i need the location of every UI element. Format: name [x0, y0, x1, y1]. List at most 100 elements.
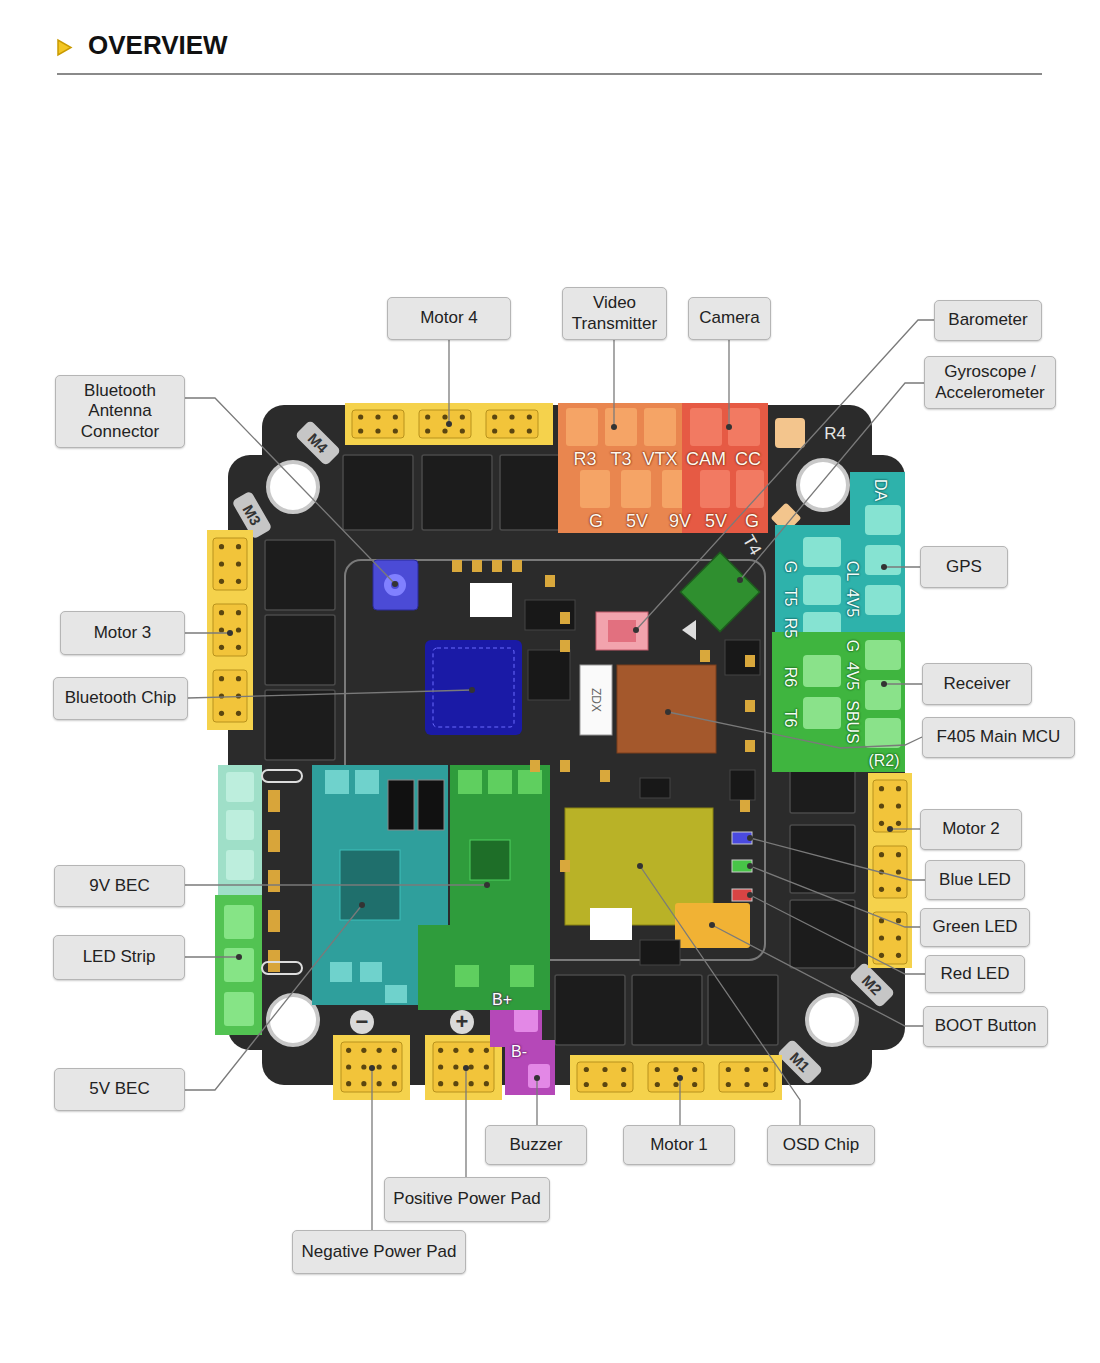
connector-pad	[803, 575, 841, 605]
connector-pad	[621, 470, 651, 508]
solder-pad	[352, 410, 404, 438]
leader-line	[448, 340, 449, 424]
leader-line	[728, 340, 729, 427]
leader-line	[185, 884, 487, 885]
silkscreen-label: R5	[782, 618, 798, 638]
callout-text: LED Strip	[83, 947, 156, 967]
callout-text: Camera	[699, 308, 759, 328]
smd-component	[725, 640, 760, 675]
bec-component	[470, 840, 510, 880]
callout-box: Bluetooth Chip	[53, 677, 188, 720]
callout-text: Red LED	[941, 964, 1010, 984]
barometer-chip	[608, 620, 636, 642]
pad-hole	[219, 544, 224, 549]
mounting-hole	[807, 995, 857, 1045]
connector-pad	[226, 772, 254, 802]
smd-pad	[268, 870, 280, 892]
pad-hole	[484, 1081, 489, 1086]
leader-line	[884, 683, 922, 684]
pad-hole	[236, 645, 241, 650]
connector-pad	[803, 697, 841, 729]
pad-hole	[584, 1082, 589, 1087]
leader-line	[740, 383, 924, 580]
solder-pad	[648, 1062, 704, 1092]
pad-hole	[584, 1067, 589, 1072]
pad-hole	[602, 1067, 607, 1072]
bec-component	[385, 985, 407, 1003]
callout-text: Motor 4	[420, 308, 478, 328]
pad-hole	[453, 1081, 458, 1086]
silkscreen-label: −	[356, 1011, 369, 1033]
solder-pad	[873, 780, 907, 832]
pad-hole	[236, 544, 241, 549]
pad-hole	[763, 1082, 768, 1087]
leader-dot	[633, 627, 639, 633]
silkscreen-label: R3	[573, 450, 596, 468]
leader-dot	[359, 902, 365, 908]
leader-dot	[747, 892, 753, 898]
pad-hole	[692, 1067, 697, 1072]
callout-box: Barometer	[934, 300, 1042, 341]
callout-box: Receiver	[922, 663, 1032, 705]
leader-dot	[484, 882, 490, 888]
pad-hole	[879, 803, 884, 808]
leader-dot	[737, 577, 743, 583]
bec-component	[455, 965, 479, 987]
pad-hole	[469, 1048, 474, 1053]
callout-text: OSD Chip	[783, 1135, 860, 1155]
leader-line	[465, 1068, 466, 1177]
silkscreen-label: 9V	[669, 512, 691, 530]
pad-hole	[392, 1081, 397, 1086]
led	[732, 860, 752, 872]
leader-line	[536, 1078, 537, 1125]
smd-component	[730, 770, 755, 800]
callout-text: Barometer	[948, 310, 1027, 330]
leader-line	[185, 905, 362, 1090]
connector-pad	[528, 1064, 550, 1088]
antenna-connector	[384, 574, 406, 596]
connector-pad	[226, 810, 254, 840]
leader-line	[640, 866, 800, 1125]
connector-pad	[580, 470, 610, 508]
pad-hole	[484, 1048, 489, 1053]
pad-hole	[425, 428, 430, 433]
antenna-connector	[391, 581, 399, 589]
boot-button	[675, 903, 750, 948]
solder-pad	[873, 912, 907, 964]
pad-hole	[219, 676, 224, 681]
callout-text: Buzzer	[510, 1135, 563, 1155]
callout-box: 9V BEC	[54, 865, 185, 907]
pad-hole	[358, 414, 363, 419]
smd-pad	[745, 655, 755, 667]
pad-hole	[358, 428, 363, 433]
solder-pad	[213, 604, 247, 656]
connector-pad	[775, 418, 805, 448]
receiver-highlight	[772, 632, 905, 772]
pad-hole	[393, 414, 398, 419]
title-rule	[57, 73, 1042, 75]
smd-pad	[268, 910, 280, 932]
leader-dot	[665, 709, 671, 715]
polarity-circle	[450, 1010, 474, 1034]
callout-text: Gyroscope / Accelerometer	[933, 362, 1047, 403]
callout-box: Buzzer	[485, 1125, 587, 1165]
leader-line	[884, 566, 920, 567]
pad-hole	[377, 1064, 382, 1069]
smd-pad	[560, 760, 570, 772]
callout-text: 5V BEC	[89, 1079, 149, 1099]
pad-hole	[879, 887, 884, 892]
leader-line	[613, 340, 614, 427]
smd-pad	[600, 770, 610, 782]
callout-box: Motor 4	[387, 297, 511, 340]
mosfet	[265, 690, 335, 760]
pad-hole	[896, 821, 901, 826]
pad-hole	[896, 869, 901, 874]
white-component	[470, 583, 512, 617]
callout-text: Bluetooth Antenna Connector	[64, 381, 176, 442]
smd-pad	[530, 760, 540, 772]
silkscreen-label: 5V	[626, 512, 648, 530]
callout-box: Blue LED	[925, 860, 1025, 900]
leader-dot	[726, 424, 732, 430]
silkscreen-label: R6	[782, 667, 798, 687]
pad-hole	[744, 1082, 749, 1087]
